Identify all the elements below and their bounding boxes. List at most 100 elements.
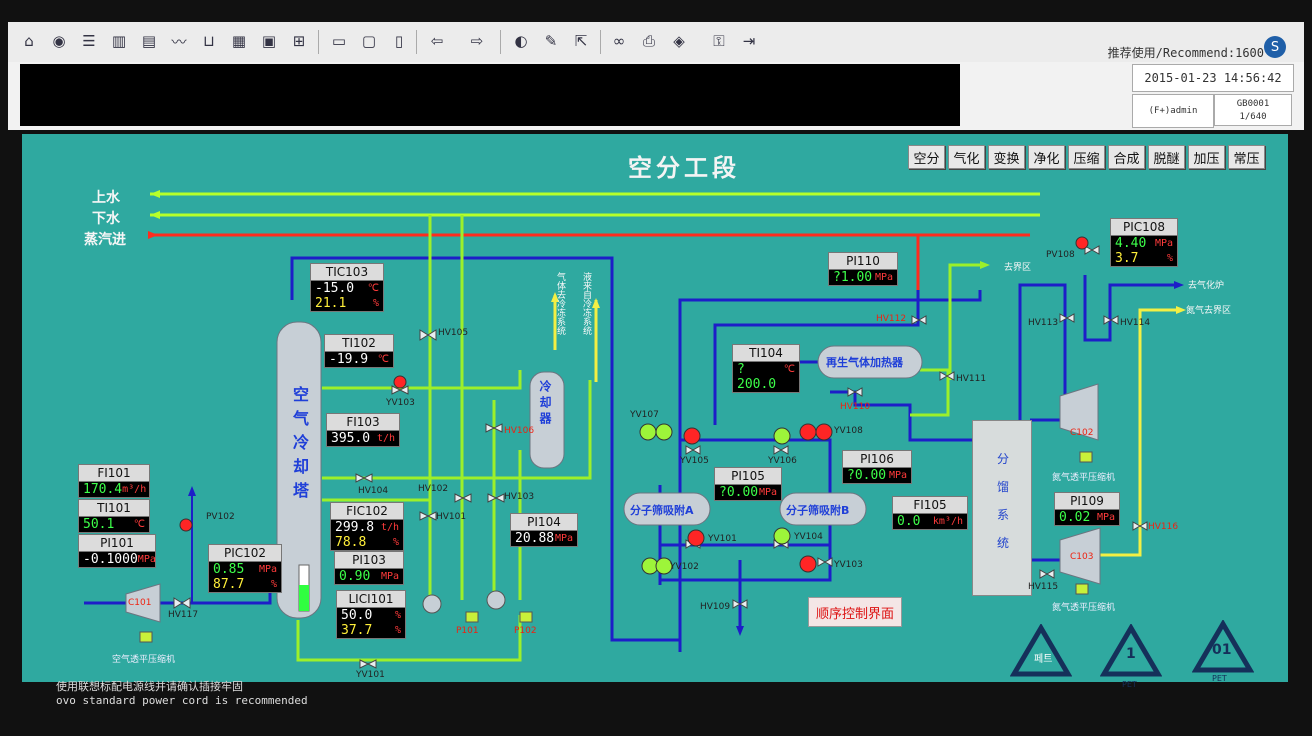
bars-icon[interactable]: ▥ [111,32,127,50]
network-icon[interactable]: ⊞ [292,32,306,50]
doc-icon[interactable]: ▭ [331,32,347,50]
panel-icon[interactable]: ▣ [261,32,277,50]
air-cooling-tower[interactable] [276,321,322,619]
sieve-b-label: 分子筛吸附B [786,504,850,517]
valve-label: HV117 [168,610,199,620]
section-nav: 空分 气化 变换 净化 压缩 合成 脱醚 加压 常压 [908,145,1268,169]
fractionation-system[interactable]: 分 馏 系 统 [972,420,1032,596]
n2-to-site-label: 氮气去界区 [1186,306,1232,316]
tag-ti104[interactable]: TI104 ?200.0℃ [732,344,800,393]
cooler-vessel[interactable] [529,371,565,469]
tag-ti102[interactable]: TI102 -19.9℃ [324,334,394,368]
forward-arrow-icon[interactable]: ⇨ [470,32,484,50]
back-arrow-icon[interactable]: ⇦ [430,32,444,50]
valve-label: HV111 [956,374,987,384]
printer-icon[interactable]: ⎙ [642,32,655,50]
steam-to-system-label: 气体去冷冻系统 [555,272,565,335]
save-icon[interactable]: ▢ [361,32,377,50]
user-label[interactable]: (F+)admin [1132,94,1214,128]
mol-sieve-a[interactable] [623,492,711,526]
exit-icon[interactable]: ⇥ [742,32,756,50]
list-icon[interactable]: ☰ [82,32,96,50]
nav-synthesis[interactable]: 合成 [1108,145,1145,169]
nav-pressurize[interactable]: 加压 [1188,145,1225,169]
valve-label: YV102 [670,562,699,572]
report-icon[interactable]: ▤ [141,32,157,50]
mute-icon[interactable]: ◐ [514,32,528,50]
tag-lici101[interactable]: LICI101 50.0% 37.7% [336,590,406,639]
recommend-text: 推荐使用/Recommend:1600 [1107,46,1264,60]
valve-label: YV104 [794,532,823,542]
valve-label: HV110 [840,402,871,412]
mol-sieve-b[interactable] [779,492,867,526]
nav-shift[interactable]: 变换 [988,145,1025,169]
edit-icon[interactable]: ✎ [544,32,558,50]
pet-label: PET [1122,680,1137,689]
nav-air-separation[interactable]: 空分 [908,145,945,169]
c102-tag: C102 [1070,428,1094,438]
valve-label: HV109 [700,602,731,612]
valve-label: YV103 [386,398,415,408]
alarm-bar[interactable] [20,64,960,126]
header: 2015-01-23 14:56:42 (F+)admin GB0001 1/6… [8,62,1304,130]
pump-p101[interactable] [422,594,442,614]
regen-heater[interactable] [817,345,923,379]
valve-label: HV104 [358,486,389,496]
valve-label: HV103 [504,492,535,502]
key-icon[interactable]: ⚿ [713,32,725,50]
book-icon[interactable]: ▯ [394,32,404,50]
compressor-c102[interactable] [1059,383,1099,441]
valve-label: PV108 [1046,250,1075,260]
tag-ti101[interactable]: TI101 50.1℃ [78,499,150,533]
logo-icon[interactable]: ◈ [673,32,685,50]
tank-icon[interactable]: ⊔ [203,32,215,50]
valve-label: HV106 [504,426,535,436]
valve-label: YV103 [834,560,863,570]
nav-dehydration[interactable]: 脱醚 [1148,145,1185,169]
export-icon[interactable]: ⇱ [574,32,588,50]
datetime: 2015-01-23 14:56:42 [1132,64,1294,92]
home-icon[interactable]: ⌂ [24,32,34,50]
pet-label-2: PET [1212,674,1227,683]
station-page: 1/640 [1239,112,1267,122]
upper-water-label: 上水 [92,190,120,206]
valve-label: YV105 [680,456,709,466]
sequence-control-button[interactable]: 顺序控制界面 [808,597,902,627]
pump-p102[interactable] [486,590,506,610]
valve-label: HV105 [438,328,469,338]
grid-icon[interactable]: ▦ [231,32,247,50]
nav-gasification[interactable]: 气化 [948,145,985,169]
recycle-1-icon [1100,624,1162,677]
valve-label: HV115 [1028,582,1059,592]
tag-tic103[interactable]: TIC103 -15.0℃ 21.1% [310,263,384,312]
lower-water-label: 下水 [92,211,120,227]
column-label: 空气冷却塔 [290,386,309,506]
nav-atmospheric[interactable]: 常压 [1228,145,1265,169]
station-id: GB0001 [1236,99,1270,109]
nav-compression[interactable]: 压缩 [1068,145,1105,169]
binoculars-icon[interactable]: ∞ [612,32,626,50]
p101-label: P101 [456,626,479,636]
nav-purification[interactable]: 净化 [1028,145,1065,169]
compressor-c101[interactable] [125,583,161,623]
compressor-c103[interactable] [1059,527,1101,585]
gauge-icon[interactable]: ◉ [52,32,66,50]
recycle-01-label: 01 [1212,642,1232,658]
trend-icon[interactable]: 〰 [171,32,187,51]
c101-tag: C101 [128,598,152,608]
